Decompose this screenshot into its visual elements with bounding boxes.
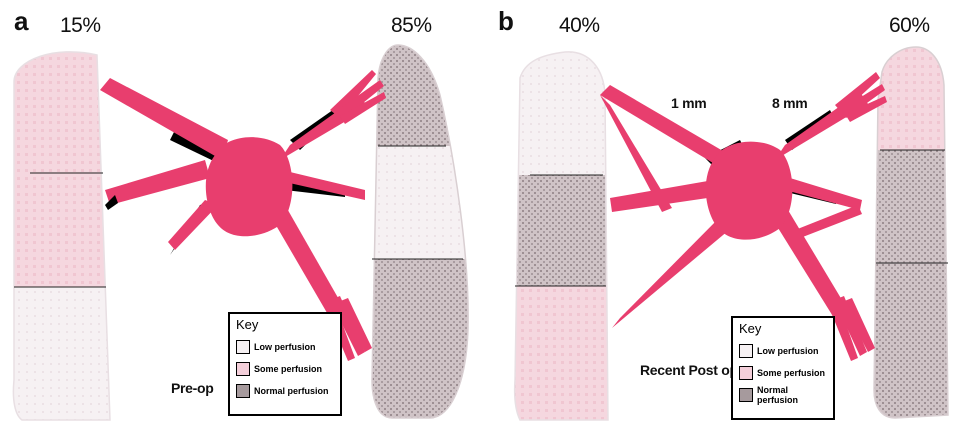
key-item-low: Low perfusion <box>739 340 827 362</box>
panel-b-stage-label: Recent Post op <box>640 362 738 378</box>
key-item-label: Some perfusion <box>254 364 322 374</box>
key-item-normal: Normal perfusion <box>739 384 827 406</box>
panel-a-right-percent: 85% <box>391 14 432 38</box>
key-title: Key <box>739 321 827 336</box>
flap-zone <box>360 259 480 426</box>
key-title: Key <box>236 317 334 332</box>
key-item-low: Low perfusion <box>236 336 334 358</box>
key-item-normal: Normal perfusion <box>236 380 334 402</box>
key-item-label: Some perfusion <box>757 368 825 378</box>
panel-a-left-flap <box>0 40 130 426</box>
swatch-normal <box>739 388 753 402</box>
panel-a-left-percent: 15% <box>60 14 101 38</box>
panel-a-letter: a <box>14 6 28 37</box>
key-item-label: Normal perfusion <box>757 385 827 405</box>
panel-a-key: Key Low perfusion Some perfusion Normal … <box>228 312 342 416</box>
panel-b-key: Key Low perfusion Some perfusion Normal … <box>731 316 835 420</box>
panel-b-measure-right: 8 mm <box>772 95 807 111</box>
key-item-label: Normal perfusion <box>254 386 329 396</box>
swatch-normal <box>236 384 250 398</box>
key-item-some: Some perfusion <box>739 362 827 384</box>
flap-zone <box>0 40 130 173</box>
panel-b-letter: b <box>498 6 514 37</box>
swatch-low <box>739 344 753 358</box>
swatch-some <box>236 362 250 376</box>
panel-b-measure-left: 1 mm <box>671 95 706 111</box>
panel-a-stage-label: Pre-op <box>171 380 214 396</box>
swatch-some <box>739 366 753 380</box>
key-item-some: Some perfusion <box>236 358 334 380</box>
flap-zone <box>870 263 955 426</box>
panel-b-right-percent: 60% <box>889 14 930 38</box>
swatch-low <box>236 340 250 354</box>
flap-zone <box>870 40 955 150</box>
flap-zone <box>360 146 480 259</box>
key-item-label: Low perfusion <box>757 346 819 356</box>
panel-b-left-percent: 40% <box>559 14 600 38</box>
flap-zone <box>0 287 130 426</box>
flap-zone <box>870 150 955 263</box>
key-item-label: Low perfusion <box>254 342 316 352</box>
